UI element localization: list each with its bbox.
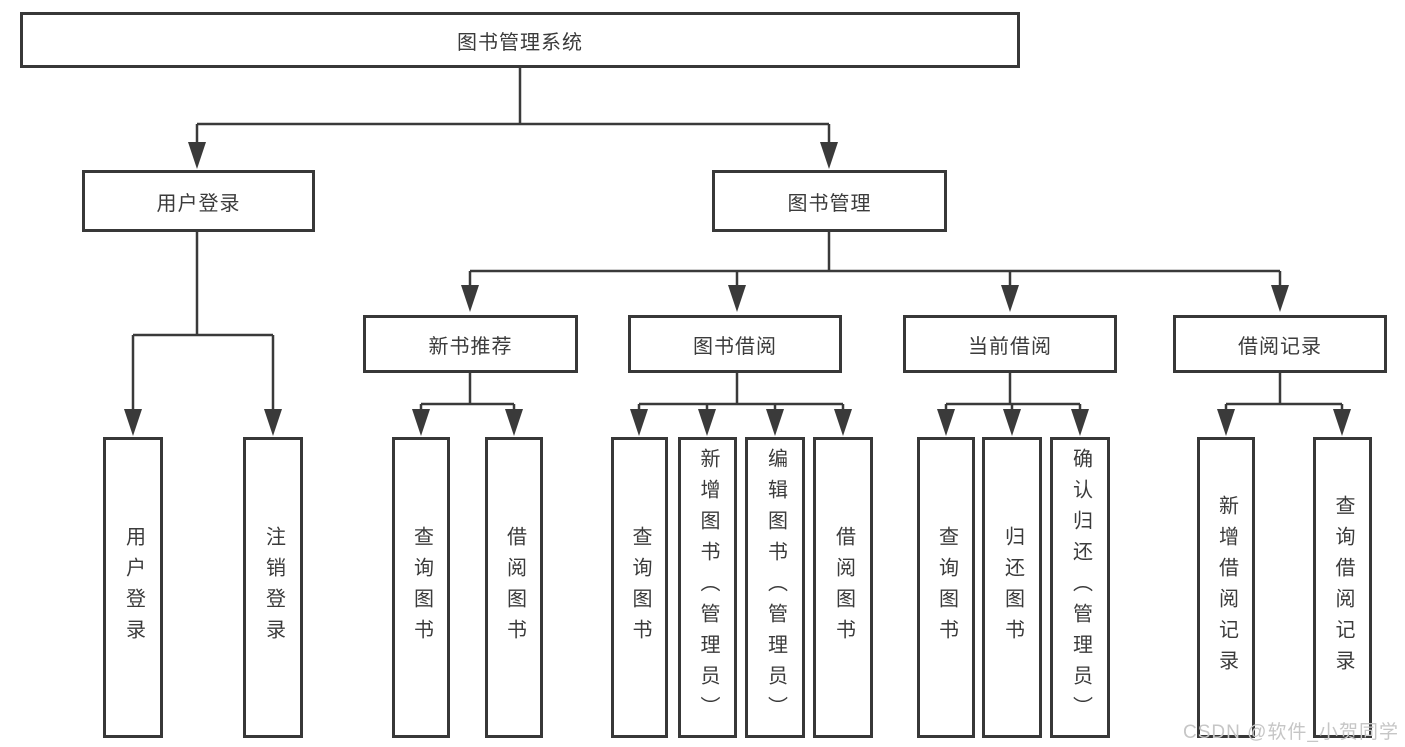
arrowhead-icon [698,409,716,436]
node-new-book-recommend: 新书推荐 [363,315,578,373]
leaf-borrow-book-1: 借阅图书 [485,437,543,738]
leaf-confirm-return-admin: 确认归还（管理员） [1050,437,1110,738]
arrowhead-icon [630,409,648,436]
arrowhead-icon [188,142,206,169]
leaf-edit-book-admin: 编辑图书（管理员） [745,437,805,738]
leaf-return-book: 归还图书 [982,437,1042,738]
arrowhead-icon [264,409,282,436]
arrowhead-icon [834,409,852,436]
node-borrow-record: 借阅记录 [1173,315,1387,373]
arrowhead-icon [1271,285,1289,312]
leaf-label: 查询图书 [410,525,433,650]
arrowhead-icon [728,285,746,312]
arrowhead-icon [1001,285,1019,312]
leaf-label: 确认归还（管理员） [1069,448,1092,727]
arrowhead-icon [937,409,955,436]
arrowhead-icon [766,409,784,436]
arrowhead-icon [1333,409,1351,436]
node-book-management: 图书管理 [712,170,947,232]
leaf-label: 新增借阅记录 [1215,494,1238,681]
node-book-borrow: 图书借阅 [628,315,842,373]
leaf-search-book-2: 查询图书 [611,437,668,738]
leaf-label: 注销登录 [262,525,285,650]
arrowhead-icon [1071,409,1089,436]
node-root: 图书管理系统 [20,12,1020,68]
leaf-user-login: 用户登录 [103,437,163,738]
leaf-label: 编辑图书（管理员） [764,448,787,727]
leaf-label: 归还图书 [1001,525,1024,650]
arrowhead-icon [461,285,479,312]
arrowhead-icon [1003,409,1021,436]
leaf-search-borrow-record: 查询借阅记录 [1313,437,1372,738]
arrowhead-icon [505,409,523,436]
leaf-logout: 注销登录 [243,437,303,738]
leaf-label: 新增图书（管理员） [697,448,719,727]
node-current-borrow: 当前借阅 [903,315,1117,373]
leaf-search-book-3: 查询图书 [917,437,975,738]
arrowhead-icon [820,142,838,169]
leaf-label: 查询借阅记录 [1332,494,1354,681]
leaf-label: 查询图书 [935,525,958,650]
leaf-borrow-book-2: 借阅图书 [813,437,873,738]
watermark: CSDN @软件_小贺同学 [1183,722,1399,743]
leaf-label: 借阅图书 [503,525,526,650]
arrowhead-icon [412,409,430,436]
node-user-login: 用户登录 [82,170,315,232]
leaf-add-book-admin: 新增图书（管理员） [678,437,737,738]
leaf-label: 借阅图书 [832,525,855,650]
leaf-label: 查询图书 [629,525,651,650]
leaf-search-book-1: 查询图书 [392,437,450,738]
leaf-label: 用户登录 [122,525,145,650]
leaf-add-borrow-record: 新增借阅记录 [1197,437,1255,738]
arrowhead-icon [1217,409,1235,436]
arrowhead-icon [124,409,142,436]
